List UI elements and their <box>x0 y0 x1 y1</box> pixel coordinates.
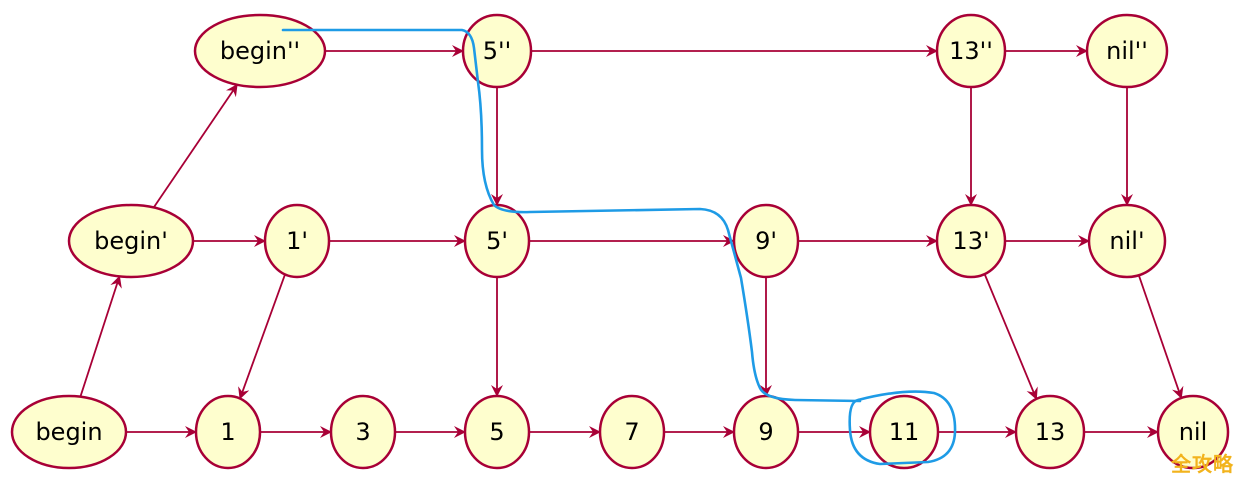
edge-line <box>983 273 1038 400</box>
node-label: 5' <box>486 227 508 255</box>
node-ellipse <box>463 203 531 279</box>
node-ellipse <box>868 394 940 470</box>
node-n11[interactable]: 11 <box>868 394 940 470</box>
node-label: 9' <box>755 227 777 255</box>
edge-begin-to-begin1 <box>79 275 122 397</box>
node-ellipse <box>732 394 800 470</box>
edges <box>79 45 1184 438</box>
target-circle <box>848 390 957 466</box>
node-n13_1[interactable]: 13' <box>935 203 1007 279</box>
node-label: 13 <box>1035 418 1066 446</box>
nodes: begin'' 5'' 13'' nil'' begin' 1' 5' 9' 13' nil' be… <box>10 13 1230 470</box>
edge-line <box>79 275 122 397</box>
node-ellipse <box>461 13 533 89</box>
node-ellipse <box>1014 394 1086 470</box>
node-n9[interactable]: 9 <box>732 394 800 470</box>
node-label: nil <box>1179 418 1208 446</box>
node-ellipse <box>1156 394 1230 470</box>
node-label: 5'' <box>483 37 511 65</box>
node-nil2[interactable]: nil'' <box>1085 13 1169 89</box>
edge-line <box>152 83 238 209</box>
edge-n13_1-to-n13 <box>983 273 1038 400</box>
node-ellipse <box>598 394 666 470</box>
node-label: begin' <box>94 227 168 255</box>
node-n1[interactable]: 1 <box>194 394 262 470</box>
edge-line <box>238 274 286 400</box>
edge-begin1-to-begin2 <box>152 83 238 209</box>
node-n13_2[interactable]: 13'' <box>935 13 1007 89</box>
node-begin[interactable]: begin <box>10 394 128 470</box>
node-label: 11 <box>889 418 920 446</box>
node-ellipse <box>193 13 327 89</box>
watermark: 全攻略 <box>1171 452 1234 476</box>
search-path-line <box>281 28 862 403</box>
node-n5[interactable]: 5 <box>463 394 531 470</box>
node-label: begin <box>35 418 102 446</box>
node-ellipse <box>329 394 397 470</box>
node-ellipse <box>10 394 128 470</box>
node-n13[interactable]: 13 <box>1014 394 1086 470</box>
node-n3[interactable]: 3 <box>329 394 397 470</box>
node-label: 3 <box>355 418 370 446</box>
node-label: nil'' <box>1106 37 1148 65</box>
edge-nil1-to-nil <box>1137 274 1184 400</box>
node-ellipse <box>194 394 262 470</box>
node-ellipse <box>263 203 331 279</box>
node-label: 13'' <box>949 37 993 65</box>
node-label: 1' <box>286 227 308 255</box>
node-ellipse <box>1087 203 1167 279</box>
node-label: begin'' <box>220 37 300 65</box>
node-label: nil' <box>1109 227 1144 255</box>
edge-n1_1-to-n1 <box>238 274 286 400</box>
node-ellipse <box>732 203 800 279</box>
node-n5_1[interactable]: 5' <box>463 203 531 279</box>
node-n9_1[interactable]: 9' <box>732 203 800 279</box>
search-path-highlight <box>281 28 957 466</box>
node-ellipse <box>935 203 1007 279</box>
node-ellipse <box>1085 13 1169 89</box>
node-begin2[interactable]: begin'' <box>193 13 327 89</box>
node-label: 13' <box>952 227 989 255</box>
node-label: 1 <box>220 418 235 446</box>
node-nil1[interactable]: nil' <box>1087 203 1167 279</box>
node-nil[interactable]: nil <box>1156 394 1230 470</box>
node-label: 7 <box>624 418 639 446</box>
node-n5_2[interactable]: 5'' <box>461 13 533 89</box>
node-label: 9 <box>758 418 773 446</box>
node-n7[interactable]: 7 <box>598 394 666 470</box>
node-n1_1[interactable]: 1' <box>263 203 331 279</box>
edge-line <box>1137 274 1184 400</box>
node-label: 5 <box>489 418 504 446</box>
node-begin1[interactable]: begin' <box>67 203 195 279</box>
node-ellipse <box>935 13 1007 89</box>
node-ellipse <box>463 394 531 470</box>
node-ellipse <box>67 203 195 279</box>
